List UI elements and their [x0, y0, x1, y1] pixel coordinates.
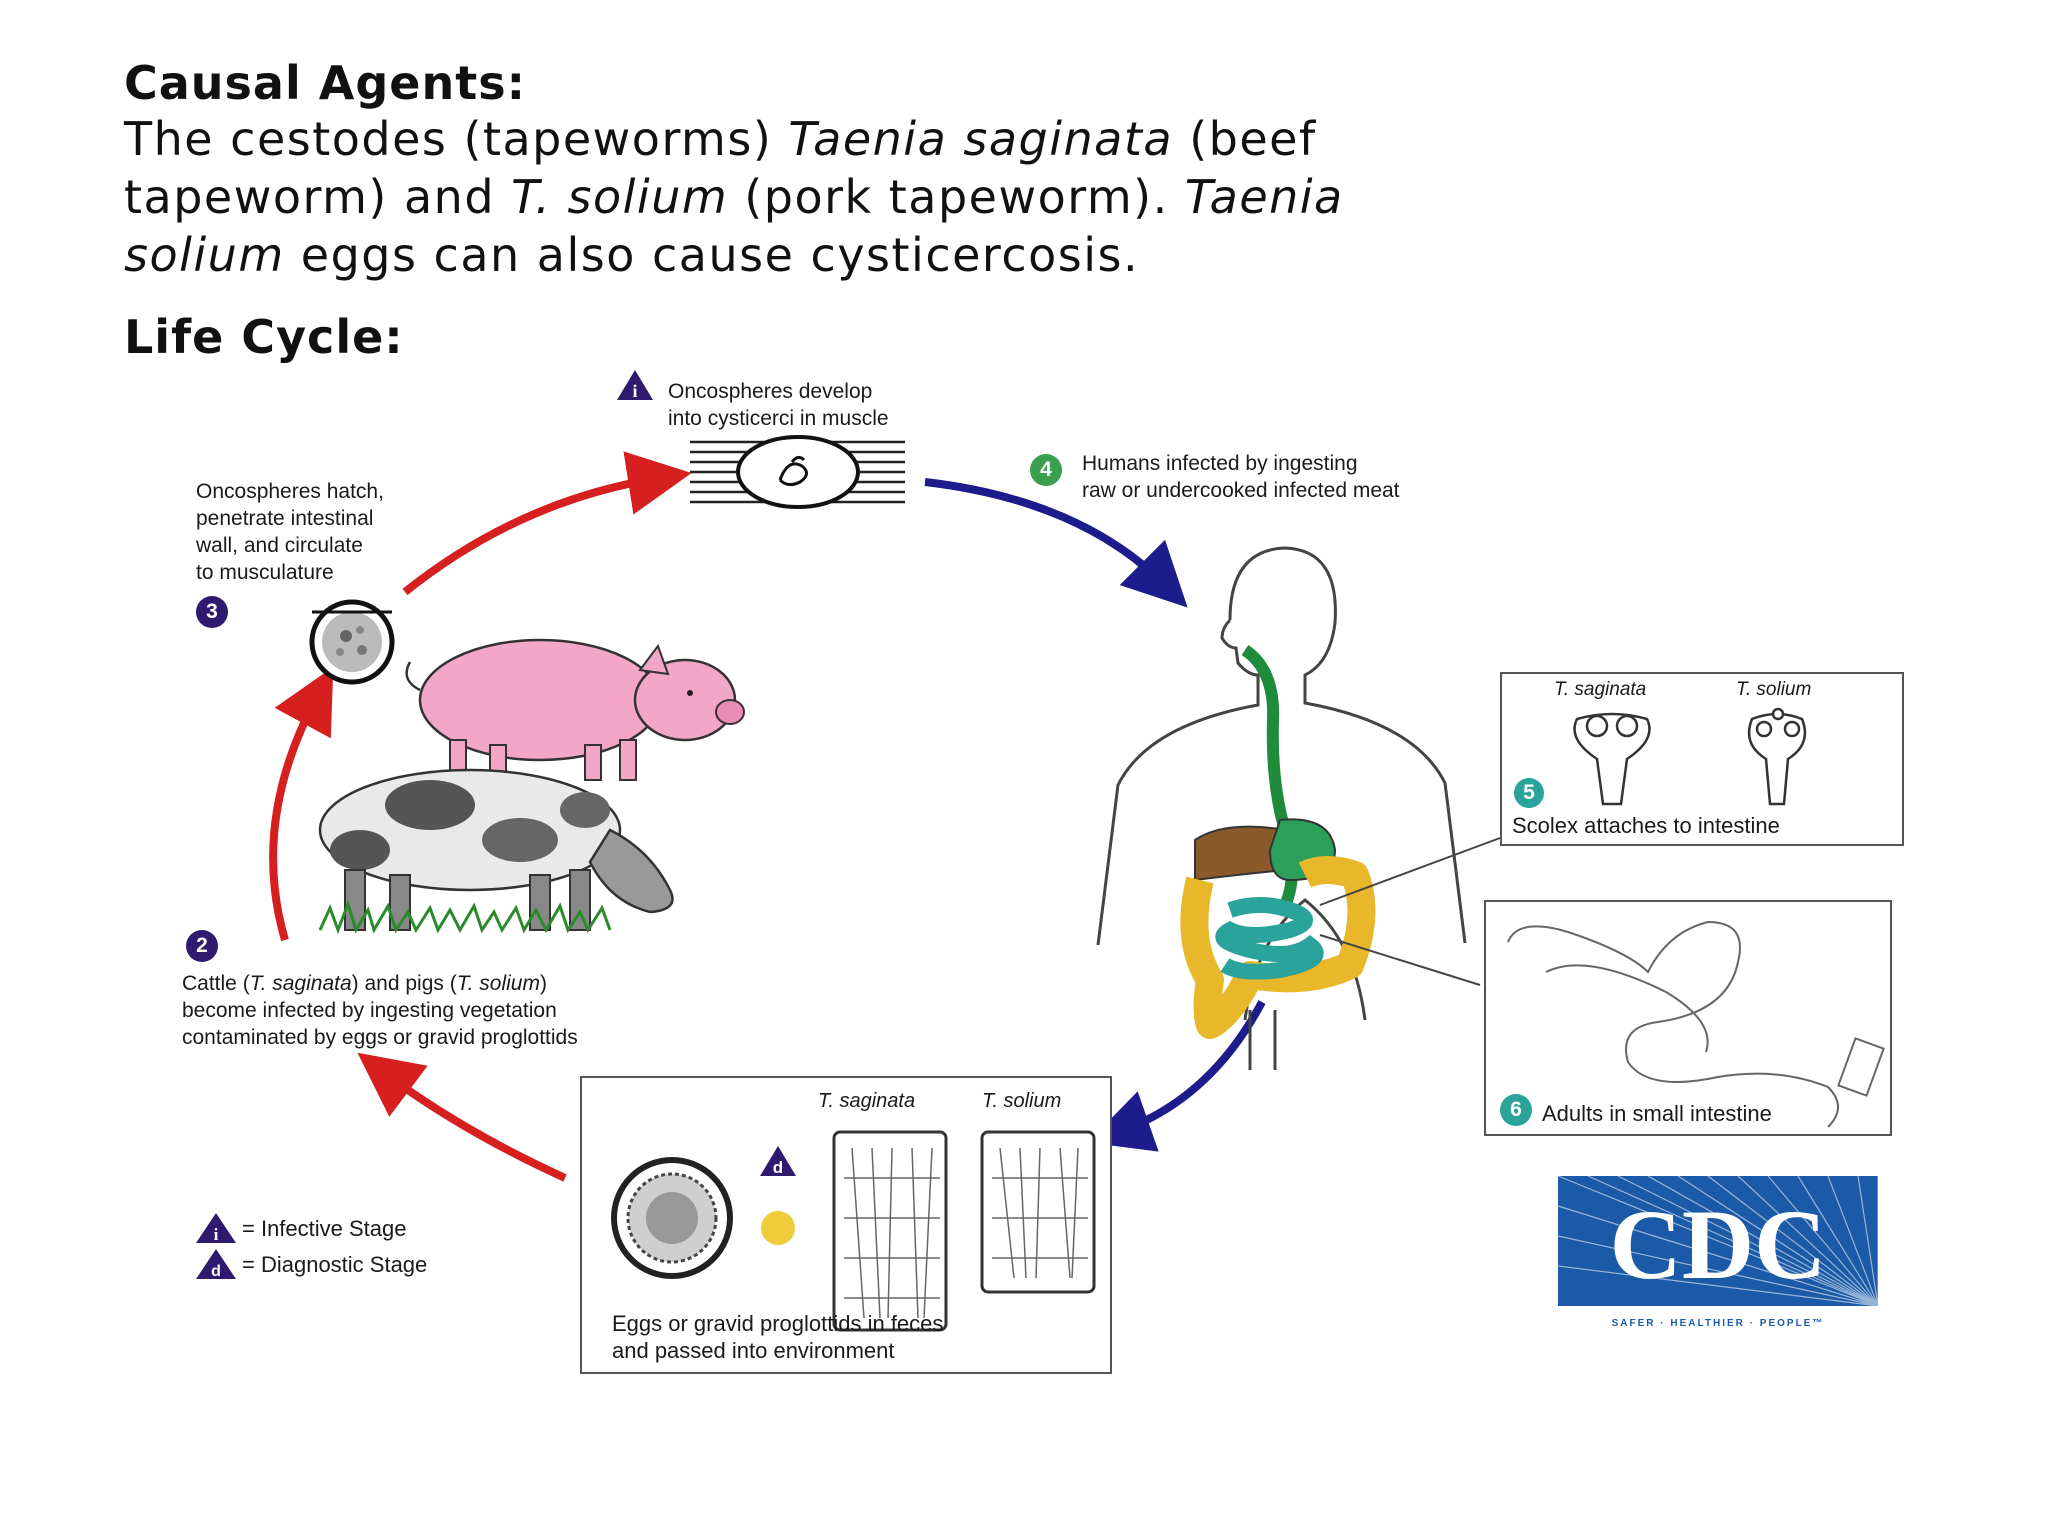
legend-label: = Infective Stage: [242, 1215, 407, 1241]
species-italic: T. solium: [456, 972, 540, 995]
caption-text: ) and pigs (: [351, 972, 457, 995]
svg-text:i: i: [214, 1225, 219, 1244]
intro-text: eggs can also cause cysticercosis.: [284, 228, 1140, 282]
step-4-caption: Humans infected by ingesting raw or unde…: [1082, 450, 1400, 504]
caption-line: into cysticerci in muscle: [668, 407, 889, 430]
step-6-box: 6 Adults in small intestine: [1484, 900, 1892, 1136]
legend-item-infective: i = Infective Stage: [194, 1210, 427, 1246]
caption-line: penetrate intestinal: [196, 507, 374, 530]
caption-line: contaminated by eggs or gravid proglotti…: [182, 1026, 578, 1049]
arrow-2-to-3: [269, 666, 334, 942]
intro-text: (pork tapeworm).: [728, 170, 1185, 224]
caption-line: Oncospheres hatch,: [196, 480, 384, 503]
cdc-logo: CDC SAFER · HEALTHIER · PEOPLE™: [1557, 1175, 1879, 1336]
intro-text: The cestodes (tapeworms): [124, 112, 789, 166]
life-cycle-heading: Life Cycle:: [124, 310, 404, 364]
species-italic: Taenia: [1184, 170, 1344, 224]
cdc-tagline: SAFER · HEALTHIER · PEOPLE™: [1612, 1318, 1825, 1329]
cow-illustration: [318, 768, 674, 935]
step-1-caption: Oncospheres develop into cysticerci in m…: [668, 378, 889, 432]
caption-line: wall, and circulate: [196, 534, 363, 557]
intro-text: (beef: [1173, 112, 1317, 166]
caption-text: ): [539, 972, 547, 995]
caption-text: Cattle (: [182, 972, 250, 995]
scolex-illustration: [1573, 707, 1807, 806]
cdc-logo-text: CDC: [1610, 1189, 1827, 1300]
human-figure: [1096, 546, 1501, 1070]
step-1-infective-marker: i: [615, 368, 655, 406]
species-label-solium: T. solium: [982, 1090, 1062, 1112]
caption-line: Eggs or gravid proglottids in feces: [612, 1311, 944, 1336]
eggs-proglottids-illustration: d: [611, 1130, 1096, 1332]
oncosphere-illustration: [309, 599, 395, 685]
adult-worm-illustration: [1507, 920, 1885, 1128]
caption-line: and passed into environment: [612, 1338, 895, 1363]
arrow-human-to-eggs: [1087, 1000, 1266, 1152]
causal-agents-heading: Causal Agents:: [124, 56, 526, 110]
species-label-saginata: T. saginata: [1554, 679, 1647, 700]
legend: i = Infective Stage d = Diagnostic Stage: [194, 1210, 427, 1282]
intro-text: tapeworm) and: [124, 170, 512, 224]
step-3-caption: Oncospheres hatch, penetrate intestinal …: [196, 478, 384, 586]
diagnostic-stage-icon: d: [196, 1249, 236, 1280]
causal-agents-text: The cestodes (tapeworms) Taenia saginata…: [124, 110, 1824, 284]
step-5-box: T. saginata T. solium 5 Scolex attaches …: [1500, 672, 1904, 846]
arrow-3-to-1: [402, 451, 692, 596]
step-3-badge: 3: [196, 596, 228, 628]
step-5-caption: Scolex attaches to intestine: [1512, 813, 1780, 838]
legend-item-diagnostic: d = Diagnostic Stage: [194, 1246, 427, 1282]
caption-line: Oncospheres develop: [668, 380, 873, 403]
species-italic: T. saginata: [249, 972, 352, 995]
caption-line: become infected by ingesting vegetation: [182, 999, 557, 1022]
step-4-badge: 4: [1030, 454, 1062, 486]
diagnostic-stage-icon: d: [773, 1158, 783, 1177]
step-2-badge: 2: [186, 930, 218, 962]
species-italic: T. solium: [511, 170, 729, 224]
caption-line: raw or undercooked infected meat: [1082, 479, 1400, 502]
step-6-badge: 6: [1500, 1094, 1532, 1126]
species-italic: Taenia saginata: [788, 112, 1174, 166]
species-italic: solium: [124, 228, 285, 282]
eggs-caption: Eggs or gravid proglottids in feces and …: [612, 1310, 943, 1364]
svg-text:d: d: [211, 1263, 221, 1280]
species-label-solium: T. solium: [1736, 679, 1812, 700]
pig-illustration: [405, 638, 745, 781]
step-5-badge: 5: [1514, 778, 1544, 808]
caption-line: to musculature: [196, 561, 334, 584]
species-label-saginata: T. saginata: [818, 1090, 916, 1112]
cysticercus-illustration: [690, 435, 905, 509]
arrow-eggs-to-2: [357, 1052, 567, 1182]
cdc-logo-graphic: CDC SAFER · HEALTHIER · PEOPLE™: [1557, 1175, 1879, 1329]
arrow-1-to-4: [924, 478, 1188, 608]
svg-text:i: i: [632, 381, 637, 401]
infective-stage-icon: i: [196, 1213, 236, 1244]
step-2-caption: Cattle (T. saginata) and pigs (T. solium…: [182, 970, 578, 1051]
step-6-caption: Adults in small intestine: [1542, 1101, 1772, 1126]
caption-line: Humans infected by ingesting: [1082, 452, 1358, 475]
eggs-box: T. saginata T. solium d Eggs or gravid p…: [580, 1076, 1112, 1374]
infective-stage-icon: i: [617, 370, 653, 401]
legend-label: = Diagnostic Stage: [242, 1251, 428, 1277]
